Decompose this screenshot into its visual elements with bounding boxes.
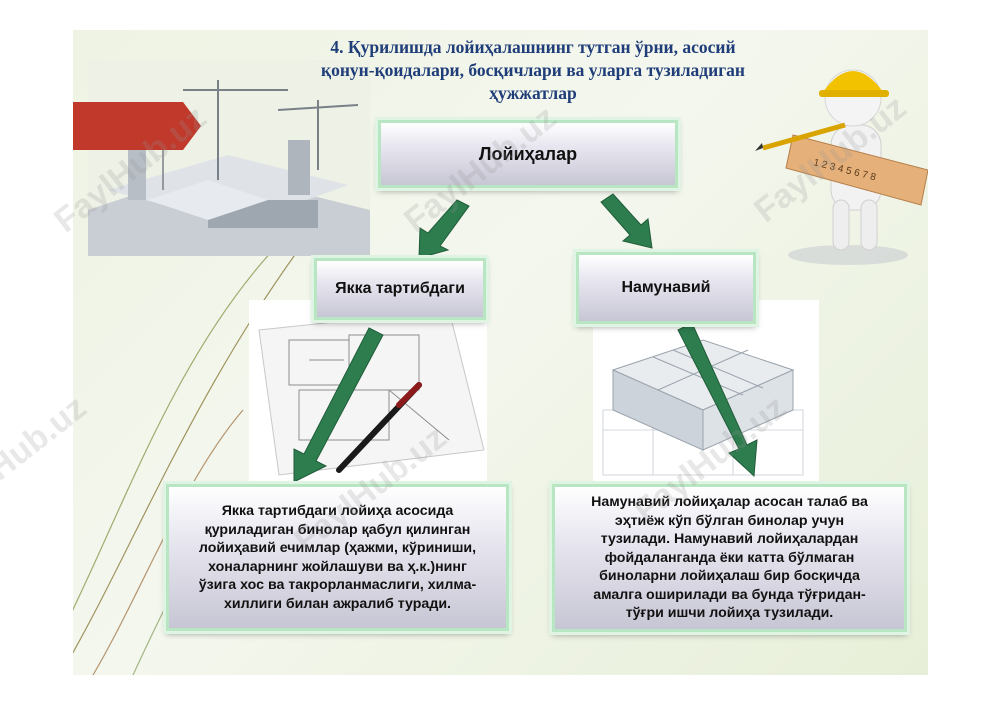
description-line: эҳтиёж кўп бўлган бинолар учун	[614, 512, 845, 529]
description-line: амалга оширилади ва бунда тўғридан-	[593, 586, 866, 603]
node-projects: Лойиҳалар	[378, 120, 678, 188]
node-projects-label: Лойиҳалар	[478, 143, 578, 164]
node-standard-label: Намунавий	[621, 279, 711, 296]
description-individual: Якка тартибдаги лойиҳа асосида қуриладиг…	[166, 484, 509, 631]
slide: 1 2 3 4 5 6 7 8	[73, 30, 928, 675]
description-line: лойиҳавий ечимлар (ҳажми, кўриниши,	[198, 540, 477, 556]
description-line: хиллиги билан ажралиб туради.	[223, 595, 451, 612]
description-line: тўғри ишчи лойиҳа тузилади.	[625, 605, 834, 622]
engineer-figure-image: 1 2 3 4 5 6 7 8	[755, 69, 928, 265]
page-title: 4. Қурилишда лойиҳалашнинг тутган ўрни, …	[263, 36, 803, 105]
title-line: ҳужжатлар	[489, 83, 577, 103]
description-line: тузилади. Намунавий лойиҳалардан	[600, 531, 859, 548]
description-standard: Намунавий лойиҳалар асосан талаб ва эҳти…	[552, 484, 907, 632]
blueprint-pen-image	[249, 300, 487, 482]
description-line: қуриладиган бинолар қабул қилинган	[204, 521, 471, 538]
description-line: хоналарнинг жойлашуви ва ҳ.к.)нинг	[208, 558, 467, 575]
description-line: фойдаланганда ёки катта бўлмаган	[604, 549, 855, 566]
red-flag-marker	[73, 102, 201, 150]
construction-site-image	[88, 60, 370, 256]
title-line: қонун-қоидалари, босқичлари ва уларга ту…	[321, 60, 745, 80]
description-line: ўзига хос ва такрорланмаслиги, хилма-	[198, 577, 477, 593]
description-line: биноларни лойиҳалаш бир босқичда	[599, 568, 860, 585]
title-line: 4. Қурилишда лойиҳалашнинг тутган ўрни, …	[330, 37, 736, 57]
description-line: Намунавий лойиҳалар асосан талаб ва	[591, 494, 868, 511]
description-line: Якка тартибдаги лойиҳа асосида	[221, 503, 454, 519]
node-individual: Якка тартибдаги	[314, 258, 486, 320]
node-individual-label: Якка тартибдаги	[335, 280, 465, 297]
node-standard: Намунавий	[576, 252, 756, 324]
